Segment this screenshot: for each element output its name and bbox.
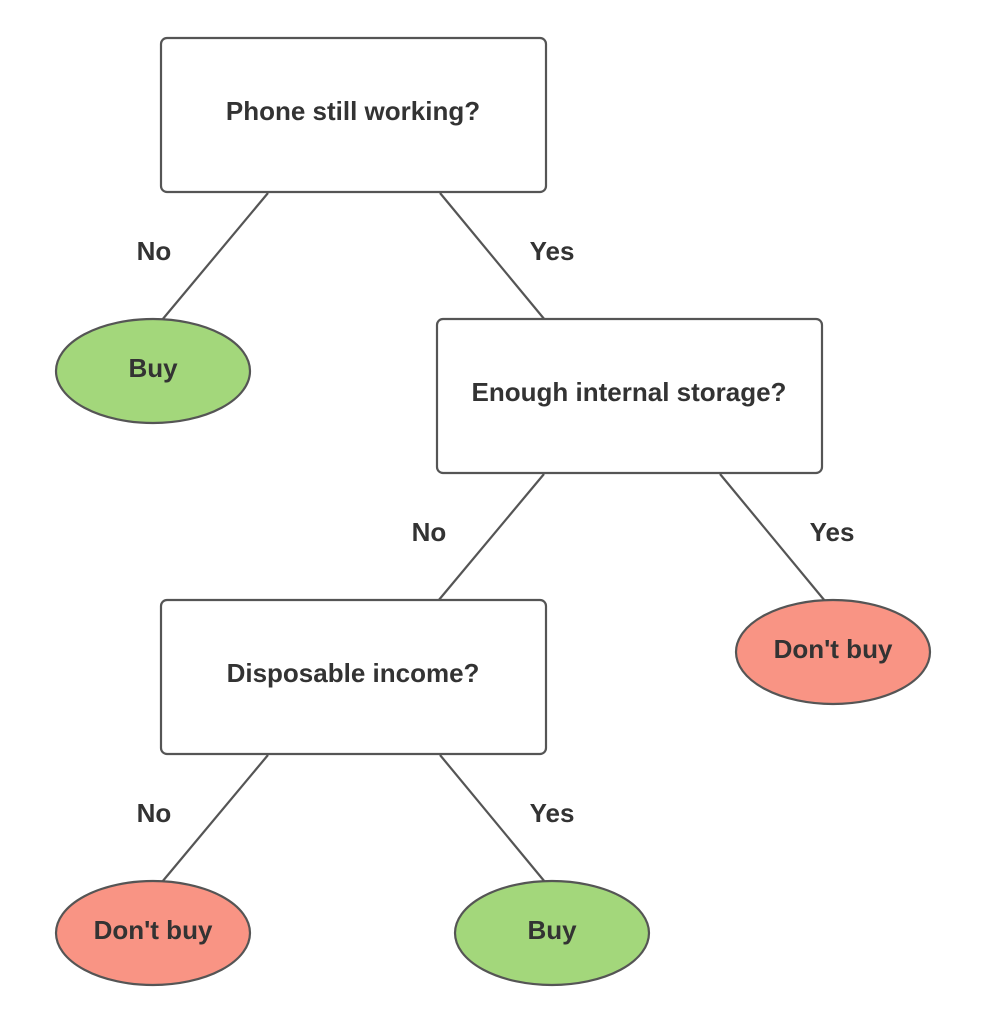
outcome-dont-buy-2-shape	[54, 879, 252, 987]
edge-label-income-no: No	[137, 798, 172, 828]
outcome-dont-buy-1: Don't buy	[734, 598, 932, 706]
outcome-dont-buy-1-shape	[734, 598, 932, 706]
outcome-buy-2-label: Buy	[527, 915, 577, 945]
decision-enough-storage-label: Enough internal storage?	[472, 377, 787, 407]
edge-label-income-yes: Yes	[530, 798, 575, 828]
decision-disposable-income-label: Disposable income?	[227, 658, 480, 688]
edge-phone-yes	[439, 192, 546, 321]
outcome-buy-1: Buy	[54, 317, 252, 425]
outcome-buy-1-label: Buy	[128, 353, 178, 383]
outcome-dont-buy-1-label: Don't buy	[774, 634, 893, 664]
edge-label-phone-no: No	[137, 236, 172, 266]
decision-phone-working-label: Phone still working?	[226, 96, 480, 126]
outcome-dont-buy-2-label: Don't buy	[94, 915, 213, 945]
edge-income-no	[161, 754, 269, 883]
edge-income-yes	[439, 754, 546, 883]
edge-storage-no	[437, 473, 545, 602]
edge-storage-yes	[719, 473, 826, 602]
outcome-dont-buy-2: Don't buy	[54, 879, 252, 987]
edge-phone-no	[161, 192, 269, 321]
decision-disposable-income: Disposable income?	[159, 598, 548, 756]
edge-label-phone-yes: Yes	[530, 236, 575, 266]
outcome-buy-2-shape	[453, 879, 651, 987]
decision-enough-storage: Enough internal storage?	[435, 317, 824, 475]
outcome-buy-1-shape	[54, 317, 252, 425]
outcome-buy-2: Buy	[453, 879, 651, 987]
edge-label-storage-no: No	[412, 517, 447, 547]
edge-label-storage-yes: Yes	[810, 517, 855, 547]
decision-phone-working: Phone still working?	[159, 36, 548, 194]
